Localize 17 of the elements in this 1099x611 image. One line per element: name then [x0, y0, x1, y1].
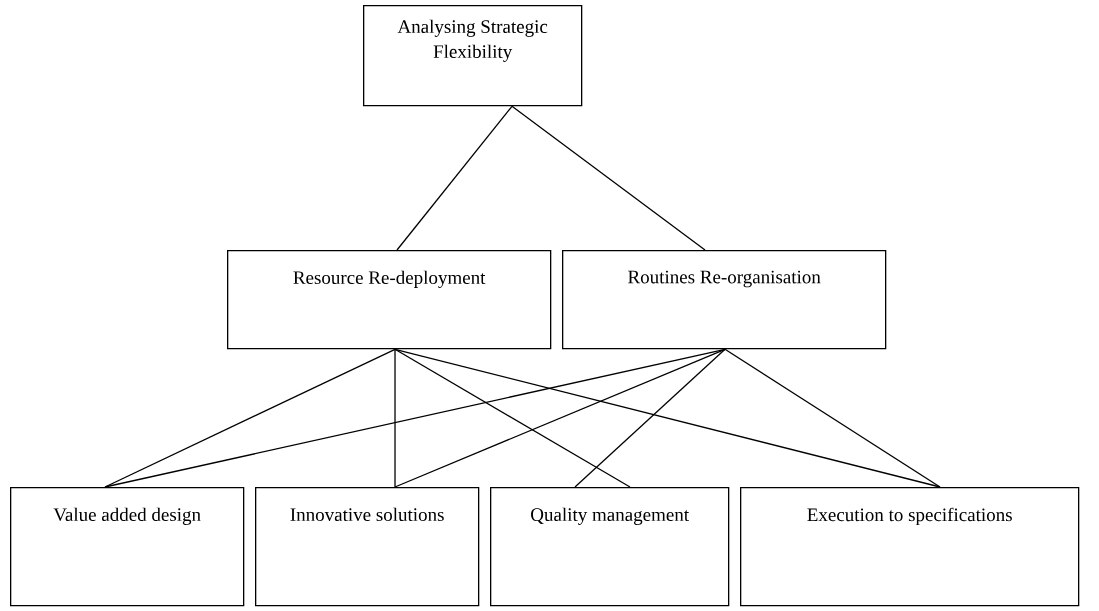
- connector-line: [394, 348, 631, 488]
- connector-line: [394, 348, 941, 488]
- item-box: Innovative solutions: [255, 487, 480, 607]
- connector-line: [574, 348, 726, 488]
- connector-line: [104, 348, 396, 488]
- connector-line: [511, 105, 706, 251]
- connector-line: [394, 348, 726, 488]
- item-box: Quality management: [490, 487, 730, 607]
- connector-line: [724, 348, 941, 488]
- category-box: Resource Re-deployment: [227, 250, 552, 350]
- connector-line: [396, 105, 513, 251]
- connector-line: [104, 348, 726, 488]
- root-box: Analysing Strategic Flexibility: [363, 5, 583, 107]
- item-box: Execution to specifications: [740, 487, 1080, 607]
- category-box: Routines Re-organisation: [562, 250, 887, 350]
- connector-line: [394, 348, 396, 488]
- item-box: Value added design: [10, 487, 245, 607]
